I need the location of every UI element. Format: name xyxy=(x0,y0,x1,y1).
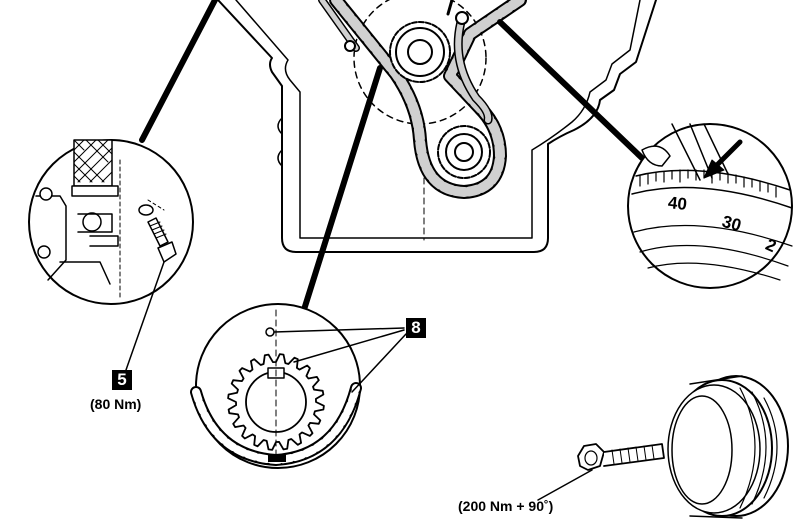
detail-view-sprocket xyxy=(190,303,362,469)
leader-item-5 xyxy=(125,261,165,371)
torque-label-item-5: (80 Nm) xyxy=(90,396,142,412)
dial-mark-40: 40 xyxy=(667,193,688,214)
callout-number-8: 8 xyxy=(406,318,426,338)
crankshaft-bolt xyxy=(577,443,665,471)
timing-chain xyxy=(318,0,527,199)
detail-view-bolt xyxy=(28,139,194,305)
leader-item-8 xyxy=(273,327,407,393)
crankshaft-sprocket xyxy=(437,125,491,179)
leader-crank-bolt xyxy=(537,469,593,501)
torque-label-crank-bolt: (200 Nm + 90˚) xyxy=(458,498,554,514)
crankshaft-pulley xyxy=(667,375,789,519)
detail-view-timing-dial xyxy=(627,123,793,289)
leader-lines xyxy=(139,0,645,319)
camshaft-sprocket xyxy=(389,21,451,83)
callout-number-5: 5 xyxy=(112,370,132,390)
engine-block-outline xyxy=(217,0,657,253)
